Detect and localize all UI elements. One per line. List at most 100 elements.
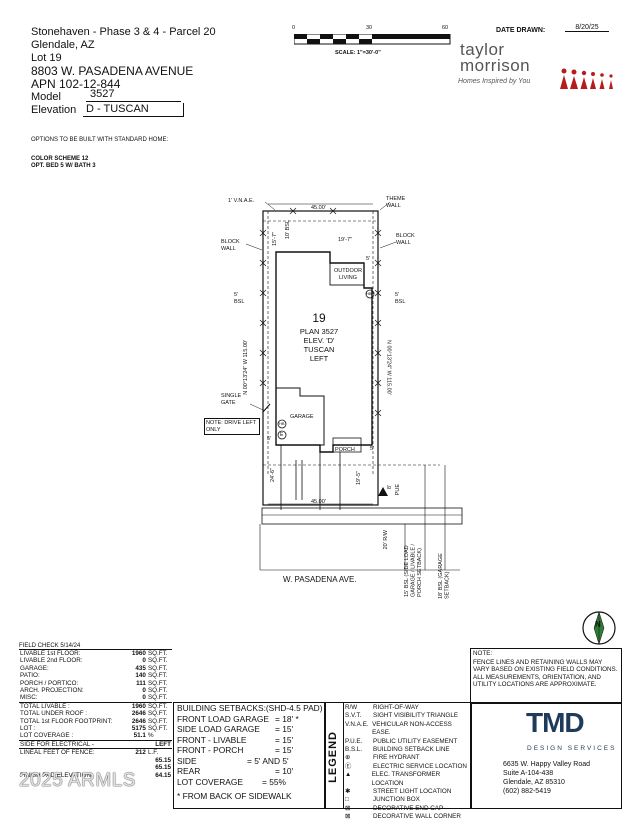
plot-plan [245, 201, 463, 571]
legend-row: ⊠DECORATIVE WALL CORNER [345, 813, 461, 821]
option-1: COLOR SCHEME 12 [31, 156, 89, 162]
apn: APN 102-12-844 [31, 77, 121, 91]
field-check-table: FIELD CHECK 5/14/24 LIVABLE 1st FLOOR:19… [19, 643, 172, 779]
legend-row: ⊠DECORATIVE END CAP [345, 804, 444, 812]
legend-row: P.U.E.PUBLIC UTILITY EASEMENT [345, 737, 458, 745]
driveway [280, 445, 341, 510]
setbacks-title: BUILDING SETBACKS:(SHD-4.5 PAD) [177, 703, 323, 713]
note-text: FENCE LINES AND RETAINING WALLS MAY VARY… [473, 658, 618, 689]
field-check-title: FIELD CHECK 5/14/24 [19, 643, 81, 649]
dim-5-left: 5' [267, 436, 272, 442]
lot-number: 19 [312, 311, 326, 325]
dim-5-top: 5' [366, 256, 371, 262]
bsl-right: 5' BSL [395, 292, 406, 305]
bsl-18: 18' BSL (GARAGE SETBACK) [438, 553, 451, 599]
taylor-morrison-logo: taylor morrison Homes Inspired by You [458, 40, 618, 95]
outdoor-living-label: OUTDOOR LIVING [333, 268, 363, 281]
north-arrow-icon [582, 611, 616, 645]
bsl-15: 15' BSL (SIDE LOAD GARAGE / LIVABLE / PO… [404, 543, 423, 597]
scale-label: SCALE: 1"=30'-0" [335, 50, 381, 56]
drive-note: NOTE: DRIVE LEFT ONLY [204, 418, 260, 435]
tmd-address-2: Suite A-104-438 [503, 770, 554, 777]
elev-line: ELEV. 'D' [303, 336, 335, 345]
option-2: OPT. BED 5 W/ BATH 3 [31, 163, 96, 169]
dim-15-7: 15'-7" [272, 232, 278, 247]
porch-label: PORCH [335, 447, 355, 453]
north-label: N [595, 620, 601, 629]
hose-bib-left-icon [277, 419, 287, 429]
date-label: DATE DRAWN: [496, 27, 546, 34]
table-row: SIDE FOR ELECTRICAL -LEFT [19, 740, 172, 749]
address: 8803 W. PASADENA AVENUE [31, 64, 194, 78]
dim-5-porch: 5' [370, 446, 375, 452]
tmd-address-3: Glendale, AZ 85310 [503, 779, 565, 786]
block-wall-marks [259, 207, 382, 417]
people-figures-icon [560, 68, 613, 89]
dim-10-bsl: 10' BSL [285, 220, 291, 240]
plan-line: PLAN 3527 [299, 327, 339, 336]
garage-outline [276, 387, 325, 446]
street-name: W. PASADENA AVE. [283, 575, 357, 584]
elevation-value: D - TUSCAN [83, 103, 184, 117]
e-marker: E [280, 432, 284, 438]
legend-row: V.N.A.E.VEHICULAR NON-ACCESS EASE. [345, 720, 452, 737]
city: Glendale, AZ [31, 39, 95, 51]
scale-bar: 0 30 60 SCALE: 1"=30'-0" [292, 25, 457, 65]
elevation-row: Elevation D - TUSCAN [31, 103, 271, 117]
table-row: 65.15 [155, 756, 171, 764]
scale-tick-0: 0 [292, 25, 296, 31]
right-bearing: N 00°13'24" W 115.00' [385, 340, 392, 395]
note-box: NOTE: FENCE LINES AND RETAINING WALLS MA… [470, 648, 622, 704]
block-wall-left-label: BLOCK WALL [221, 239, 240, 252]
legend-row: ⊕FIRE HYDRANT [345, 754, 420, 762]
legend-title: LEGEND [327, 731, 339, 783]
single-gate-icon [262, 403, 271, 413]
brand-tagline: Homes Inspired by You [458, 78, 531, 85]
setbacks-footnote: * FROM BACK OF SIDEWALK [177, 791, 292, 801]
setback-lines [263, 211, 440, 475]
electric-service-icon [277, 430, 287, 440]
bottom-width: 45.00' [311, 499, 326, 505]
setback-row: SIDE LOAD GARAGE= 15' [177, 724, 294, 734]
tmd-address-1: 6635 W. Happy Valley Road [503, 761, 591, 768]
sidewalk [261, 507, 463, 525]
brand-line1: taylor [460, 40, 505, 59]
model-row: Model 3527 [31, 88, 271, 104]
lot-boundary [262, 210, 379, 506]
model-value: 3527 [86, 88, 181, 102]
tmd-sub: DESIGN SERVICES [527, 745, 617, 752]
legend-row: □JUNCTION BOX [345, 796, 420, 804]
plan-details: PLAN 3527 ELEV. 'D' TUSCAN LEFT [269, 327, 369, 363]
setback-row: FRONT LOAD GARAGE= 18' * [177, 713, 299, 724]
dim-19-7: 19'-7" [338, 237, 353, 243]
scale-tick-60: 60 [442, 25, 449, 31]
row-20: 20' R/W [383, 530, 389, 550]
elevation-label: Elevation [31, 104, 77, 116]
hose-bib-icon [365, 289, 375, 299]
setback-row: LOT COVERAGE= 55% [177, 776, 286, 787]
dim-8: 8' [387, 485, 393, 490]
lot: Lot 19 [31, 52, 62, 64]
legend-row: S.V.T.SIGHT VISIBILITY TRIANGLE [345, 712, 459, 720]
dim-19-5: 19'-5" [356, 471, 362, 486]
hb-left: HB [279, 421, 285, 426]
brand-line2: morrison [460, 56, 531, 75]
porch-outline [332, 437, 362, 453]
options-note: OPTIONS TO BE BUILT WITH STANDARD HOME: [31, 137, 169, 143]
tmd-logo: TMD [526, 707, 585, 738]
date-value: 8/20/25 [565, 24, 609, 32]
hb-top: HB [366, 291, 372, 296]
top-width: 45.00' [311, 205, 326, 211]
setback-row: SIDE= 5' AND 5' [177, 755, 289, 766]
